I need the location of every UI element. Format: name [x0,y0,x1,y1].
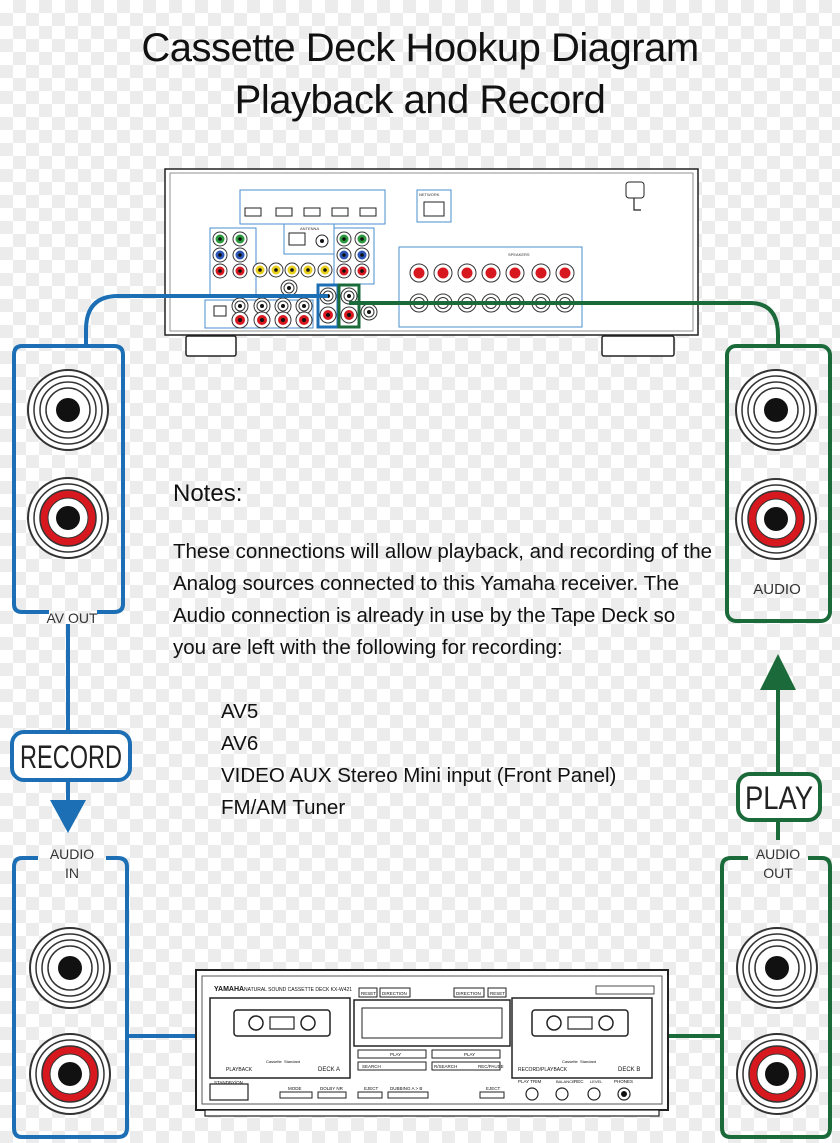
deck-reset-b: RESET [490,991,505,996]
record-label: RECORD [20,739,122,775]
notes-list-item: VIDEO AUX Stereo Mini input (Front Panel… [221,764,617,787]
notes-paragraph: These connections will allow playback, a… [173,540,712,659]
deck-a-label: DECK A [318,1067,340,1073]
deck-eject-a: EJECT [364,1086,379,1091]
play-arrow-icon [760,654,796,690]
antenna-label: ANTENNA [300,226,319,231]
deck-mode: MODE [288,1086,302,1091]
deck-out-right-jack [736,1033,818,1115]
deck-model: NATURAL SOUND CASSETTE DECK KX-W421 [244,987,352,993]
deck-direction-a: DIRECTION [382,991,407,996]
deck-a-playback: PLAYBACK [226,1067,253,1073]
cassette-deck-front-panel: YAMAHA NATURAL SOUND CASSETTE DECK KX-W4… [195,969,669,1117]
deck-a-cassette: Cassette [266,1059,283,1064]
play-trim-knob [525,1087,539,1101]
play-label: PLAY [745,780,813,816]
deck-level: LEVEL [590,1079,603,1084]
deck-b-record-playback: RECORD/PLAYBACK [518,1067,568,1073]
av-receiver-rear-panel: NETWORK ANTENNA [164,168,699,357]
av-out-jack-panel [12,344,125,614]
receiver-foot-right [601,335,675,357]
record-badge [10,730,132,782]
deck-in-left-jack [29,927,111,1009]
deck-out-left-jack [736,927,818,1009]
audio-in-label-line1: AUDIO [50,846,94,862]
deck-search: SEARCH [362,1064,381,1069]
deck-rec: REC [574,1079,584,1084]
audio-in-left-jack [735,369,817,451]
deck-brand: YAMAHA [214,986,244,993]
av-out-cable [84,294,328,346]
audio-in-jack-panel [725,344,832,623]
notes-list: AV5 AV6 VIDEO AUX Stereo Mini input (Fro… [221,696,616,824]
deck-dolby: DOLBY NR [320,1086,344,1091]
power-inlet-icon [625,181,645,199]
rec-level-knob [587,1087,601,1101]
diagram-subtitle: Playback and Record [234,78,606,122]
notes-list-item: AV5 [221,700,259,723]
audio-out-label-line2: OUT [763,865,793,881]
deck-reset-a: RESET [361,991,376,996]
deck-eject-b: EJECT [486,1086,501,1091]
record-arrow-icon [50,800,86,833]
diagram-title: Cassette Deck Hookup Diagram [141,26,699,70]
av-out-right-jack [27,477,109,559]
av-out-label: AV OUT [46,610,98,626]
deck-dubbing: DUBBING A > B [390,1086,422,1091]
deck-in-right-jack [29,1033,111,1115]
audio-out-label-line1: AUDIO [756,846,800,862]
notes-list-item: FM/AM Tuner [221,796,346,819]
deck-direction-b: DIRECTION [456,991,481,996]
network-label: NETWORK [419,192,440,197]
deck-play-a: PLAY [390,1052,401,1057]
deck-b-cassette: Cassette [562,1059,579,1064]
audio-in-right-jack [735,478,817,560]
notes-heading: Notes: [173,480,243,507]
deck-standby: STANDBY/ON [214,1080,243,1085]
deck-play-b: PLAY [464,1052,475,1057]
deck-play-trim: PLAY TRIM [518,1079,542,1084]
receiver-foot-left [185,335,237,357]
deck-balance: BALANCE [556,1079,575,1084]
deck-in-jack-panel [12,856,129,1139]
deck-b-standard: Standard [580,1059,596,1064]
audio-in-cable [349,301,780,346]
play-badge [736,772,822,822]
deck-a-standard: Standard [284,1059,300,1064]
speakers-label: SPEAKERS [508,252,530,257]
deck-phones: PHONES [614,1079,633,1084]
deck-b-label: DECK B [618,1067,640,1073]
audio-label: AUDIO [753,581,801,598]
audio-in-label-line2: IN [65,865,79,881]
deck-rec-pause: REC/PAUSE [478,1064,504,1069]
deck-out-jack-panel [720,856,832,1139]
balance-knob [555,1087,569,1101]
deck-rec-search: R/SEARCH [434,1064,457,1069]
av-out-left-jack [27,369,109,451]
notes-list-item: AV6 [221,732,259,755]
